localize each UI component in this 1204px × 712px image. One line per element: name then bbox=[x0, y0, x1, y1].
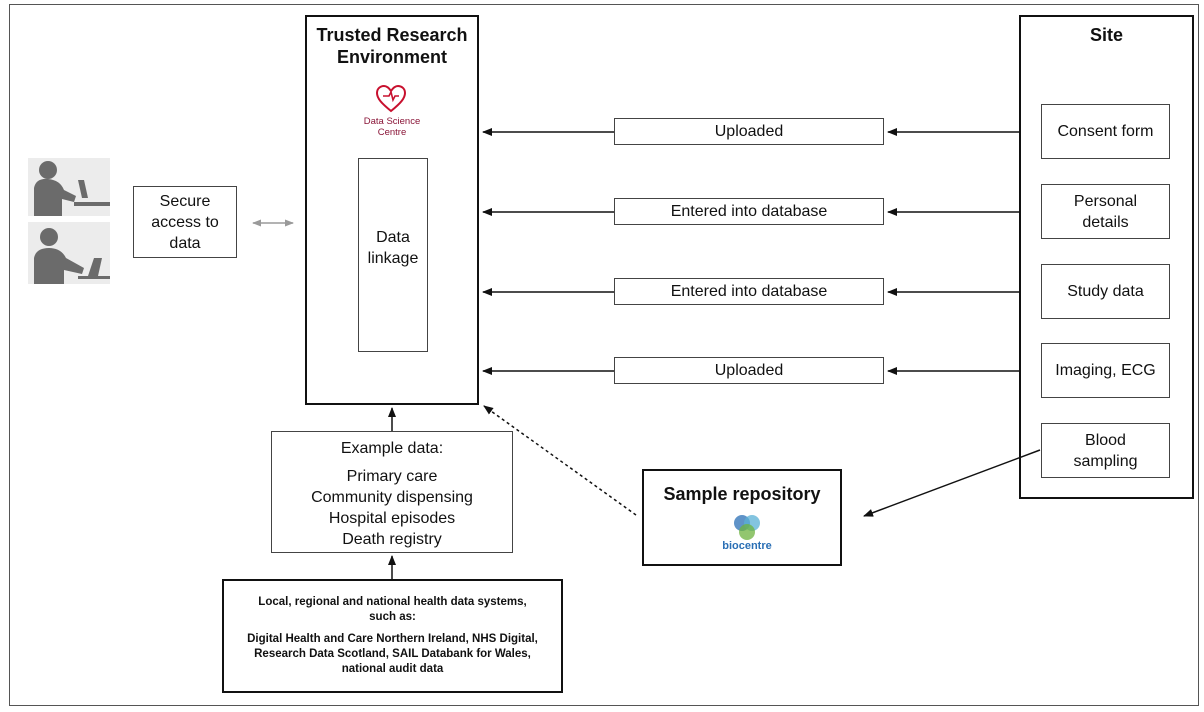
site-item-imaging-ecg: Imaging, ECG bbox=[1041, 343, 1170, 398]
example-data-title: Example data: bbox=[340, 440, 444, 457]
example-data-box: Example data: Primary care Community dis… bbox=[271, 431, 513, 553]
bhf-logo-text-2: Centre bbox=[377, 127, 407, 138]
tre-title: Trusted Research Environment bbox=[316, 25, 468, 67]
site-item-label: Consent form bbox=[1057, 123, 1154, 140]
flow-label-box: Entered into database bbox=[614, 198, 884, 225]
site-item-personal-details: Personal details bbox=[1041, 184, 1170, 239]
site-item-label: Blood sampling bbox=[1073, 431, 1138, 470]
data-linkage-box: Data linkage bbox=[358, 158, 428, 352]
secure-access-label: Secure access to data bbox=[151, 192, 219, 252]
site-title: Site bbox=[1089, 25, 1123, 45]
site-item-label: Imaging, ECG bbox=[1055, 362, 1156, 379]
data-sources-intro: Local, regional and national health data… bbox=[258, 596, 527, 623]
flow-label-box: Uploaded bbox=[614, 118, 884, 145]
biocentre-logo-text: biocentre bbox=[722, 540, 772, 552]
site-item-blood-sampling: Blood sampling bbox=[1041, 423, 1170, 478]
flow-label: Uploaded bbox=[714, 362, 784, 379]
data-linkage-label: Data linkage bbox=[367, 229, 419, 267]
flow-label-box: Uploaded bbox=[614, 357, 884, 384]
site-box bbox=[1019, 15, 1194, 499]
flow-label-box: Entered into database bbox=[614, 278, 884, 305]
bhf-heart-icon bbox=[375, 84, 407, 113]
researcher-icon bbox=[28, 158, 110, 216]
site-item-label: Personal details bbox=[1073, 192, 1138, 231]
researcher-icon bbox=[28, 222, 110, 284]
flow-label: Entered into database bbox=[670, 283, 828, 300]
flow-label: Entered into database bbox=[670, 203, 828, 220]
site-item-label: Study data bbox=[1067, 283, 1144, 300]
site-item-consent-form: Consent form bbox=[1041, 104, 1170, 159]
data-sources-box: Local, regional and national health data… bbox=[222, 579, 563, 693]
sample-repository-title: Sample repository bbox=[663, 484, 821, 504]
example-data-line: Death registry bbox=[342, 531, 442, 548]
site-item-study-data: Study data bbox=[1041, 264, 1170, 319]
diagram-frame bbox=[9, 4, 1199, 706]
data-sources-list: Digital Health and Care Northern Ireland… bbox=[247, 633, 538, 675]
flow-label: Uploaded bbox=[714, 123, 784, 140]
secure-access-box: Secure access to data bbox=[133, 186, 237, 258]
example-data-line: Primary care bbox=[346, 468, 438, 485]
biocentre-logo-icon bbox=[734, 515, 760, 540]
example-data-line: Hospital episodes bbox=[328, 510, 456, 527]
example-data-line: Community dispensing bbox=[311, 489, 473, 506]
bhf-logo-text-1: Data Science bbox=[363, 116, 421, 127]
